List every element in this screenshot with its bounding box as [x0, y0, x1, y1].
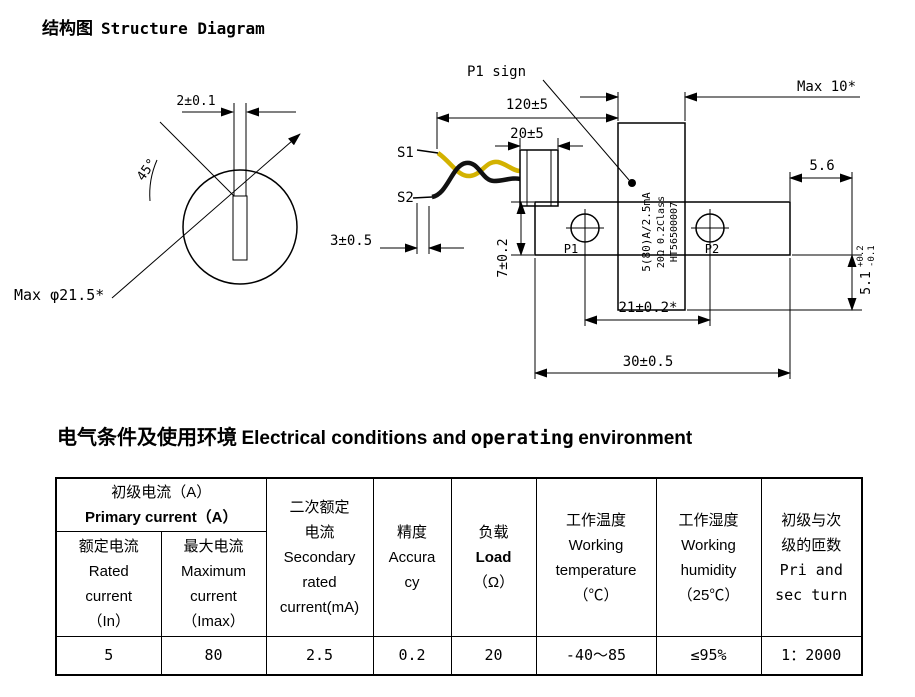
page-title-en: Structure Diagram [101, 19, 265, 38]
value-maximum-current: 80 [160, 636, 267, 675]
values-row: 5 80 2.5 0.2 20 -40～85 ≤95% 1：2000 [55, 636, 863, 675]
svg-text:5.1: 5.1 [859, 271, 874, 294]
dim-30-label: 30±0.5 [623, 354, 674, 370]
value-rated-current: 5 [55, 636, 162, 675]
value-working-temperature: -40～85 [535, 636, 657, 675]
s2-label: S2 [397, 190, 414, 206]
p1-sign-label: P1 sign [467, 64, 526, 80]
section-title-cn: 电气条件及使用环境 [57, 425, 237, 449]
p1-sign-leader [542, 79, 630, 181]
body-spec-line-2: 20Ω 0.2Class [656, 196, 667, 268]
header-turns-ratio: 初级与次级的匝数 Pri and sec turn [760, 477, 863, 637]
header-secondary-current: 二次额定电流 Secondary rated current(mA) [265, 477, 374, 637]
section-title-en-1: Electrical conditions and [241, 428, 467, 449]
p1-sign-dot [628, 179, 636, 187]
transformer-body [617, 122, 686, 311]
p2-terminal-label: P2 [705, 242, 719, 256]
header-primary-current: 初级电流（A） Primary current（A） [55, 477, 267, 532]
wire-tip-s1 [416, 149, 439, 154]
section-title-electrical: 电气条件及使用环境 Electrical conditions and oper… [57, 421, 692, 450]
value-turns-ratio: 1：2000 [760, 636, 863, 675]
svg-text:+0.2: +0.2 [856, 245, 866, 267]
dim-max-diameter-label: Max φ21.5* [14, 286, 104, 304]
dim-45-label: 45° [134, 156, 160, 184]
header-rated-current: 额定电流 Rated current （In） [55, 531, 162, 637]
page-title-cn: 结构图 [42, 19, 93, 39]
dim-51-label: 5.1 +0.2 -0.1 [856, 245, 877, 294]
diagram-linework [111, 79, 862, 379]
conductor-section [232, 195, 248, 261]
header-working-temperature: 工作温度 Working temperature （℃） [535, 477, 657, 637]
section-title-en-3: environment [578, 428, 693, 449]
dim-max10-label: Max 10* [797, 79, 856, 95]
electrical-conditions-table: 初级电流（A） Primary current（A） 二次额定电流 Second… [55, 477, 863, 676]
s1-label: S1 [397, 145, 414, 161]
sleeve-case [519, 149, 559, 207]
wire-tip-s2 [412, 196, 433, 199]
body-spec-line-1: 5(80)A/2.5mA [640, 192, 653, 272]
dim-3-label: 3±0.5 [330, 233, 372, 249]
dim-120-label: 120±5 [506, 97, 548, 113]
page-title: 结构图 Structure Diagram [42, 14, 265, 39]
header-load: 负载 Load （Ω） [450, 477, 537, 637]
angle-45-arc [149, 159, 158, 202]
header-accuracy: 精度 Accuracy [372, 477, 452, 637]
dim-20-label: 20±5 [510, 126, 544, 142]
value-accuracy: 0.2 [372, 636, 452, 675]
p1-terminal-label: P1 [564, 242, 578, 256]
dim-56-label: 5.6 [809, 158, 834, 174]
mounting-flange [534, 201, 791, 256]
value-load: 20 [450, 636, 537, 675]
angle-45-line [159, 121, 235, 197]
dim-2-label: 2±0.1 [176, 94, 215, 109]
dim-21-label: 21±0.2* [618, 300, 677, 316]
header-working-humidity: 工作湿度 Working humidity （25℃） [655, 477, 762, 637]
dim-7-label: 7±0.2 [496, 238, 511, 277]
structure-diagram: 2±0.1 45° Max φ21.5* P1 sign 120±5 20±5 … [14, 64, 877, 379]
value-working-humidity: ≤95% [655, 636, 762, 675]
value-secondary-current: 2.5 [265, 636, 374, 675]
body-spec-line-3: HT56500007 [669, 202, 680, 262]
wire-black [431, 160, 521, 200]
diameter-leader [111, 133, 301, 299]
core-front-view [182, 169, 298, 285]
header-maximum-current: 最大电流 Maximum current （Imax） [160, 531, 267, 637]
svg-text:-0.1: -0.1 [867, 245, 877, 267]
section-title-en-2: operating [470, 427, 574, 449]
